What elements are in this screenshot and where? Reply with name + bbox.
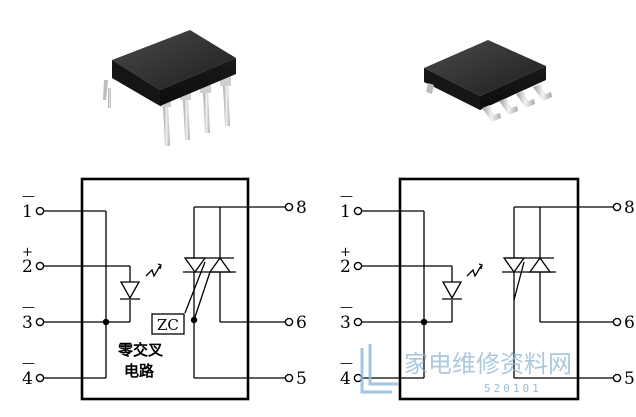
right-led-symbol xyxy=(441,281,463,300)
pin5-label: 5 xyxy=(296,369,307,389)
pin2-sign: + xyxy=(22,245,33,260)
pin6-label: 6 xyxy=(296,313,307,333)
r-pin4-label: 4 xyxy=(340,369,351,389)
circuit-label: 电路 xyxy=(124,362,155,380)
triac-symbol xyxy=(183,257,207,274)
left-pin-circles xyxy=(35,202,294,383)
left-schematic xyxy=(44,177,285,401)
right-package-outline xyxy=(398,177,580,401)
pin1-label: 1 xyxy=(22,202,33,222)
r-pin3-label: 3 xyxy=(340,313,351,333)
left-package-outline xyxy=(80,177,250,401)
watermark-sub: 520101 xyxy=(484,382,542,395)
watermark-logo-icon xyxy=(360,344,398,394)
pin2-label: 2 xyxy=(22,257,33,277)
right-schematic xyxy=(362,177,613,401)
dip8-package-image xyxy=(103,30,236,146)
pin8-label: 8 xyxy=(296,198,307,218)
r-pin2-sign: + xyxy=(340,245,351,260)
smd8-package-image xyxy=(424,40,552,122)
r-pin4-sign: — xyxy=(340,356,353,371)
pin4-sign: — xyxy=(22,356,35,371)
zc-box xyxy=(151,313,185,335)
pin3-label: 3 xyxy=(22,313,33,333)
right-pin-circles xyxy=(353,202,622,383)
r-pin1-label: 1 xyxy=(340,202,351,222)
zc-label: ZC xyxy=(157,316,179,334)
left-pin-labels: — 1 + 2 — 3 — 4 8 6 5 ZC 零交叉 电路 xyxy=(22,189,307,389)
pin3-sign: — xyxy=(22,300,35,315)
r-pin2-label: 2 xyxy=(340,257,351,277)
right-triac-symbol xyxy=(502,257,526,274)
r-pin8-label: 8 xyxy=(624,198,635,218)
watermark: 家电维修资料网 520101 xyxy=(360,344,572,395)
smd8-leads xyxy=(426,83,552,122)
pin1-sign: — xyxy=(22,189,35,204)
r-pin3-sign: — xyxy=(340,300,353,315)
pin4-label: 4 xyxy=(22,369,33,389)
r-pin5-label: 5 xyxy=(624,369,635,389)
right-pin-labels: — 1 + 2 — 3 — 4 8 6 5 xyxy=(340,189,635,389)
led-symbol xyxy=(119,281,141,300)
r-pin1-sign: — xyxy=(340,189,353,204)
r-pin6-label: 6 xyxy=(624,313,635,333)
watermark-text: 家电维修资料网 xyxy=(404,350,572,378)
zero-cross-label: 零交叉 xyxy=(117,341,164,359)
